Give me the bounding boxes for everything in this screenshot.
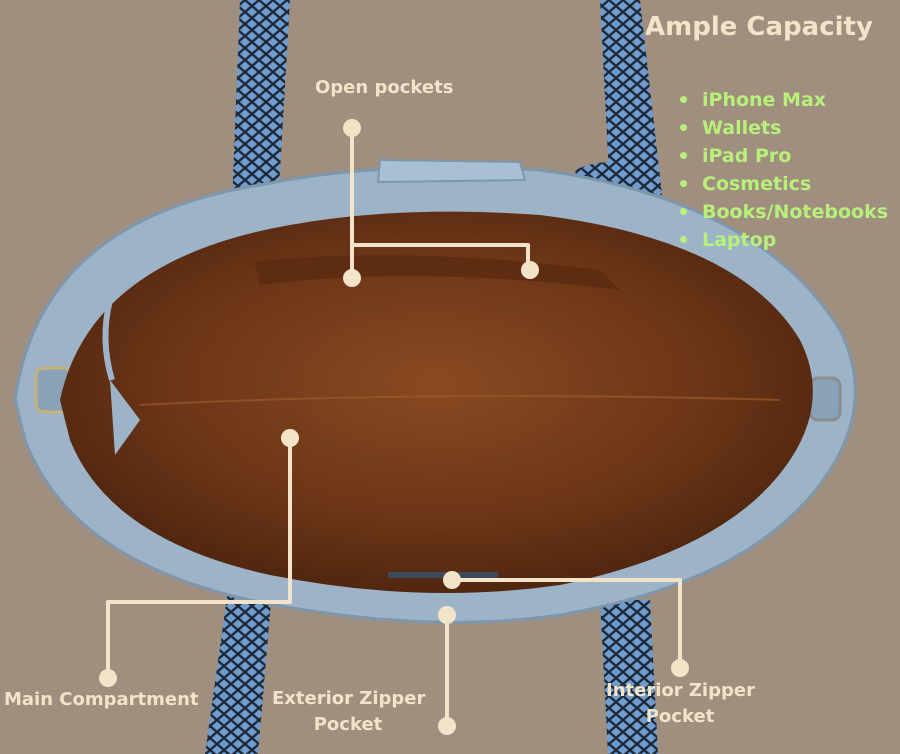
strap-bottom-left [205,590,272,754]
main-compartment-dot-bottom [99,669,117,687]
strap-bottom-right [600,600,658,754]
capacity-item: Wallets [680,114,888,142]
interior-zipper-label-line1: Interior Zipper [606,680,755,701]
exterior-zipper-dot-top [438,606,456,624]
interior-zipper-dot-bottom [671,659,689,677]
capacity-item: iPad Pro [680,142,888,170]
main-compartment-callout-line [106,436,292,680]
bag-interior [60,211,813,593]
interior-zipper-callout-line [450,578,682,670]
open-pockets-callout-line [350,126,530,272]
interior-zipper-dot-top [443,571,461,589]
exterior-zipper-label-line1: Exterior Zipper [272,688,426,709]
open-pockets-label: Open pockets [315,77,454,98]
capacity-item: Books/Notebooks [680,198,888,226]
main-compartment-label: Main Compartment [4,689,199,710]
main-compartment-dot-top [281,429,299,447]
capacity-title: Ample Capacity [645,12,873,42]
capacity-item: Laptop [680,226,888,254]
open-pockets-dot-left [343,269,361,287]
exterior-zipper-label-line2: Pocket [313,714,383,735]
capacity-item: iPhone Max [680,86,888,114]
capacity-list: iPhone Max Wallets iPad Pro Cosmetics Bo… [680,86,888,254]
exterior-zipper-pocket-label: Exterior Zipper Pocket [272,686,426,738]
capacity-item: Cosmetics [680,170,888,198]
open-pockets-dot-right [521,261,539,279]
interior-zipper-pocket-label: Interior Zipper Pocket [606,678,755,730]
interior-zipper-label-line2: Pocket [645,706,715,727]
strap-top-left [232,0,290,205]
exterior-zipper-dot-bottom [438,717,456,735]
open-pockets-dot-top [343,119,361,137]
